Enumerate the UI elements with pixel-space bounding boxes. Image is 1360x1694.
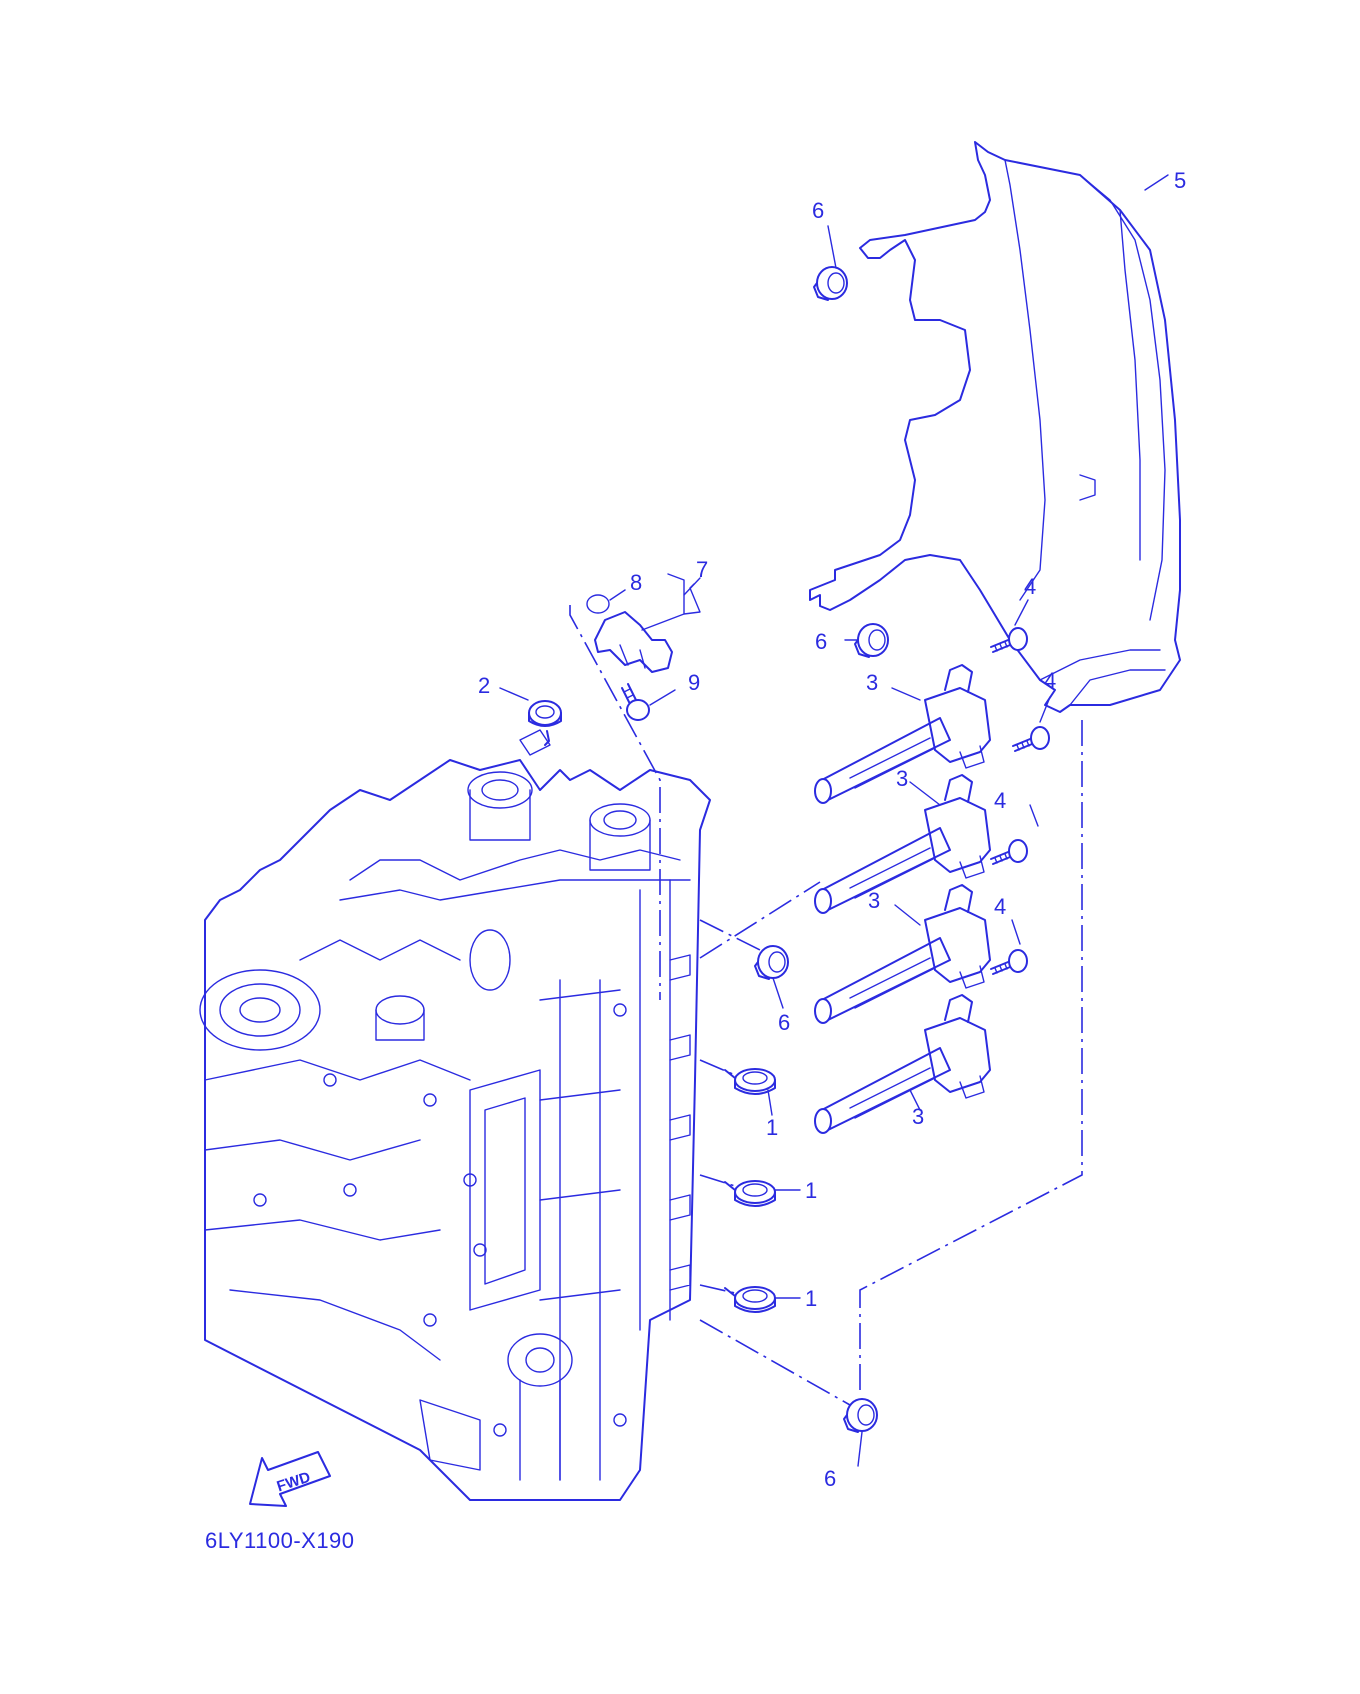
grommet (854, 623, 889, 658)
callout-1: 1 (805, 1178, 817, 1203)
callout-3: 3 (866, 670, 878, 695)
callout-3: 3 (912, 1104, 924, 1129)
callout-4: 4 (1024, 574, 1036, 599)
callout-4: 4 (994, 788, 1006, 813)
grommets (754, 266, 889, 1433)
callout-1: 1 (805, 1286, 817, 1311)
ignition-coil-cover (809, 141, 1181, 713)
callout-6: 6 (812, 198, 824, 223)
grommet (843, 1398, 878, 1433)
bolt (990, 839, 1028, 865)
fwd-label: FWD (275, 1469, 313, 1496)
bolt (990, 627, 1028, 653)
clamp (724, 1180, 776, 1207)
leader-lines (499, 174, 1169, 1467)
callout-4: 4 (1044, 668, 1056, 693)
sensor-assembly (586, 594, 673, 721)
callout-3: 3 (896, 766, 908, 791)
clamp (724, 1068, 776, 1095)
bolts (990, 627, 1050, 975)
assembly-lines (569, 605, 1083, 1406)
engine-block (199, 729, 711, 1501)
sensor-bolt (621, 683, 650, 721)
callout-1: 1 (766, 1115, 778, 1140)
callout-6: 6 (824, 1466, 836, 1491)
grommet (813, 266, 848, 301)
hose-clamp (528, 700, 562, 746)
callout-3: 3 (868, 888, 880, 913)
callout-labels: 1 1 1 2 3 3 3 3 4 4 4 4 5 6 6 6 6 7 8 9 (478, 168, 1186, 1491)
o-ring (586, 594, 610, 614)
ignition-coil (814, 664, 991, 804)
callout-7: 7 (696, 557, 708, 582)
ignition-coil (814, 994, 991, 1134)
ignition-coils (814, 664, 991, 1134)
fwd-arrow-icon: FWD (249, 1451, 331, 1507)
bolt (1012, 726, 1050, 752)
callout-2: 2 (478, 673, 490, 698)
grommet (754, 945, 789, 980)
callout-9: 9 (688, 670, 700, 695)
clamp (724, 1286, 776, 1313)
ignition-coil (814, 774, 991, 914)
diagram-code: 6LY1100-X190 (205, 1528, 355, 1553)
callout-8: 8 (630, 570, 642, 595)
callout-6: 6 (815, 629, 827, 654)
sensor (594, 611, 673, 673)
callout-5: 5 (1174, 168, 1186, 193)
clamps (724, 1068, 776, 1313)
callout-6: 6 (778, 1010, 790, 1035)
callout-4: 4 (994, 894, 1006, 919)
ignition-coil (814, 884, 991, 1024)
bolt (990, 949, 1028, 975)
